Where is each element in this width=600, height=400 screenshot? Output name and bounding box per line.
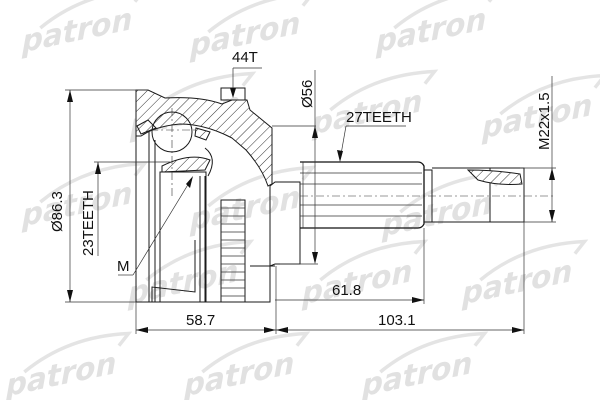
spline-length-label: 61.8 (332, 282, 361, 299)
spline-section (300, 161, 425, 229)
inner-race (159, 171, 207, 303)
shaft (300, 161, 555, 229)
dimension-inner-spline: 23TEETH (80, 161, 170, 256)
outer-diameter-label: Ø86.3 (49, 191, 66, 232)
cage-window (204, 147, 213, 177)
watermark-logo: patron (461, 239, 589, 313)
shaft-spline-label: 27TEETH (346, 109, 412, 126)
watermark-logo: patron (311, 69, 439, 143)
svg-text:patron: patron (183, 346, 294, 400)
dimension-body-length: 58.7 (135, 266, 277, 334)
svg-text:patron: patron (381, 186, 492, 245)
abs-tooth-ring (220, 199, 246, 303)
svg-text:patron: patron (21, 2, 132, 61)
watermark-logo: patron (361, 331, 489, 400)
inner-spline-outline (151, 240, 196, 302)
shaft-length-label: 103.1 (378, 312, 416, 329)
svg-text:patron: patron (461, 254, 572, 313)
cage-section-right (194, 127, 211, 141)
callout-shaft-spline: 27TEETH (337, 109, 412, 162)
body-length-label: 58.7 (186, 312, 215, 329)
housing-section-upper (135, 89, 273, 187)
watermark-logo: patron (21, 0, 149, 61)
housing-neck (269, 181, 301, 267)
dimension-shaft-length: 103.1 (276, 222, 525, 334)
threaded-end (432, 167, 525, 223)
dimension-seal-diameter: Ø56 (272, 70, 318, 265)
svg-text:patron: patron (361, 346, 472, 400)
ring-marker-label: M (117, 258, 130, 275)
abs-teeth-label: 44T (232, 49, 258, 66)
dimension-thread: M22x1.5 (520, 76, 556, 223)
svg-text:patron: patron (5, 346, 116, 400)
cage-section-left (136, 119, 157, 135)
thread-label: M22x1.5 (536, 92, 553, 150)
dimension-outer-diameter: Ø86.3 (49, 89, 148, 303)
svg-text:patron: patron (21, 176, 132, 235)
watermark-logo: patron (5, 331, 133, 400)
callout-abs-teeth: 44T (230, 49, 262, 98)
callout-ring-marker: M (117, 176, 193, 276)
seal-diameter-label: Ø56 (299, 80, 316, 108)
joint-housing (135, 87, 301, 303)
thread-bore-section (466, 169, 523, 185)
cage-section (161, 156, 211, 173)
dimension-spline-length: 61.8 (275, 228, 425, 304)
inner-spline-label: 23TEETH (80, 190, 97, 256)
svg-text:patron: patron (375, 2, 486, 61)
svg-text:patron: patron (127, 254, 238, 313)
watermark-logo: patron (183, 331, 311, 400)
watermark-logo: patron (375, 0, 503, 61)
